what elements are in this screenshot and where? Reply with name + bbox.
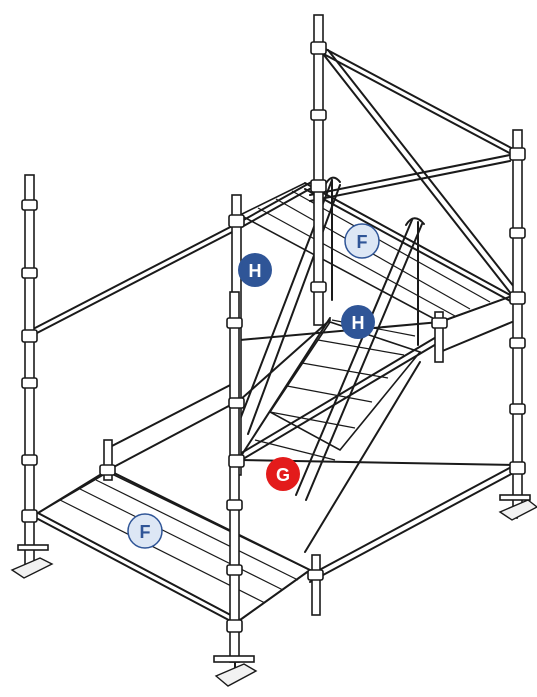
badge-g-label: G: [276, 465, 290, 485]
badge-f-bottom: F: [127, 513, 163, 549]
stair-flight: [231, 176, 425, 553]
diagonal-braces: [237, 49, 519, 463]
badge-f-bottom-label: F: [140, 522, 151, 542]
badge-f-top-label: F: [357, 232, 368, 252]
badge-h-left: H: [238, 253, 272, 287]
badge-h-right-circle: [341, 305, 375, 339]
badge-h-left-label: H: [249, 261, 262, 281]
badge-h-right-label: H: [352, 313, 365, 333]
badge-f-top: F: [344, 223, 380, 259]
badge-h-right: H: [341, 305, 375, 339]
ledgers: [34, 44, 516, 627]
base-plates: [10, 494, 537, 687]
badge-g-circle: [266, 457, 300, 491]
lower-platform-deck: [36, 471, 312, 621]
badge-h-left-circle: [238, 253, 272, 287]
top-platform-deck: [238, 182, 514, 323]
badge-f-top-circle: [344, 223, 380, 259]
badge-f-bottom-circle: [127, 513, 163, 549]
couplers: [21, 41, 526, 633]
badge-g: G: [266, 457, 300, 491]
